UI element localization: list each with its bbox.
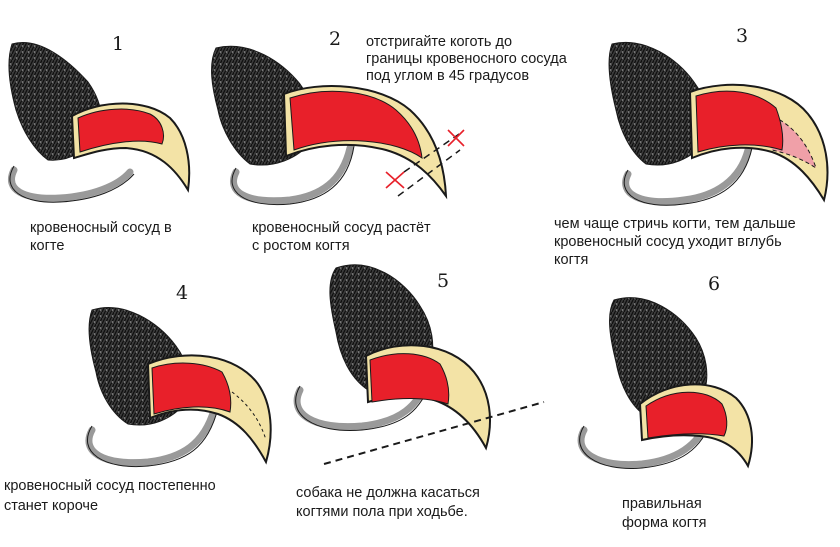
panel-6 (577, 297, 753, 470)
panel-2 (211, 45, 465, 206)
vessel-5 (369, 353, 450, 405)
svg-text:когтя: когтя (554, 252, 588, 268)
svg-text:форма когтя: форма когтя (622, 515, 706, 531)
cut-mark-icon (385, 129, 465, 189)
svg-text:под углом в 45 градусов: под углом в 45 градусов (366, 68, 529, 84)
svg-text:с ростом когтя: с ростом когтя (252, 238, 350, 254)
panel-6-caption: правильная форма когтя (622, 496, 706, 531)
floor-line-5 (323, 401, 545, 465)
svg-text:чем чаще стричь когти, тем дал: чем чаще стричь когти, тем дальше (554, 216, 796, 232)
panel-4-caption: кровеносный сосуд постепенно станет коро… (4, 478, 216, 514)
vessel-2 (289, 90, 423, 160)
panel-1-caption: кровеносный сосуд в когте (30, 220, 172, 254)
vessel-1 (77, 108, 164, 153)
trim-instruction-note: отстригайте коготь до границы кровеносно… (366, 34, 568, 84)
fur-3 (608, 42, 709, 166)
panel-3 (608, 42, 829, 206)
toe-pad-2-outline (231, 145, 355, 206)
panel-2-caption: кровеносный сосуд растёт с ростом когтя (252, 220, 431, 254)
svg-text:кровеносный сосуд постепенно: кровеносный сосуд постепенно (4, 478, 216, 494)
panel-5 (293, 264, 545, 465)
toe-pad-5 (293, 368, 434, 431)
svg-text:отстригайте коготь до: отстригайте коготь до (366, 34, 512, 50)
svg-text:кровеносный сосуд уходит вглуб: кровеносный сосуд уходит вглубь (554, 234, 782, 250)
panel-5-caption: собака не должна касаться когтями пола п… (296, 485, 480, 520)
svg-text:правильная: правильная (622, 496, 702, 512)
panel-2-number: 2 (329, 28, 341, 50)
panel-1-number: 1 (112, 33, 124, 55)
toe-pad-1-outline (9, 165, 135, 203)
toe-pad-6 (577, 416, 712, 469)
panel-3-number: 3 (736, 25, 748, 47)
svg-text:когте: когте (30, 238, 64, 254)
toe-pad-2 (230, 144, 354, 205)
toe-pad-5-outline (295, 369, 435, 432)
panel-3-caption: чем чаще стричь когти, тем дальше кровен… (554, 216, 796, 268)
toe-pad-3-outline (623, 147, 753, 206)
svg-text:кровеносный сосуд в: кровеносный сосуд в (30, 220, 172, 236)
svg-text:собака не должна касаться: собака не должна касаться (296, 485, 480, 501)
cut-line-2a (397, 149, 461, 197)
toe-pad-3 (622, 146, 752, 206)
panel-5-number: 5 (437, 270, 449, 292)
panel-1 (8, 42, 191, 203)
toe-pad-4 (85, 406, 218, 467)
vessel-3 (695, 90, 784, 153)
toe-pad-4-outline (86, 407, 219, 468)
vessel-6 (645, 391, 728, 439)
panel-4 (85, 307, 272, 468)
svg-text:когтями пола при ходьбе.: когтями пола при ходьбе. (296, 504, 468, 520)
toe-pad-1 (8, 166, 134, 202)
toe-pad-6-outline (579, 417, 713, 470)
svg-text:кровеносный сосуд растёт: кровеносный сосуд растёт (252, 220, 431, 236)
panel-4-number: 4 (176, 282, 188, 304)
vessel-4 (151, 362, 232, 415)
claw-4-old-tip (231, 391, 267, 441)
svg-text:границы кровеносного сосуда: границы кровеносного сосуда (366, 51, 568, 67)
panel-6-number: 6 (708, 273, 720, 295)
svg-text:станет короче: станет короче (4, 498, 98, 514)
